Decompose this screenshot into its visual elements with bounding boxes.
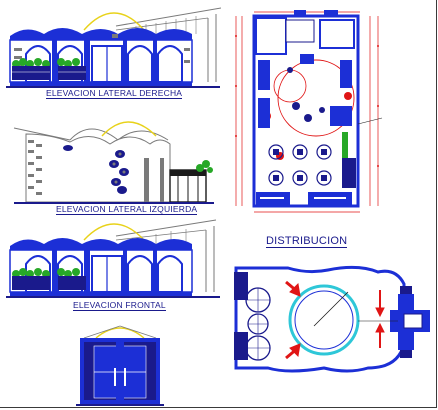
right-elevation-view: [6, 4, 221, 90]
roof-plan-view: [228, 264, 438, 376]
floor-plan-view: [230, 6, 390, 220]
left-elevation-title: ELEVACION LATERAL IZQUIERDA: [56, 204, 198, 215]
floor-plan-title: DISTRIBUCION: [266, 235, 348, 248]
right-elevation-title: ELEVACION LATERAL DERECHA: [46, 88, 183, 99]
front-elevation-view: [6, 214, 221, 300]
front-elevation-title: ELEVACION FRONTAL: [73, 300, 166, 311]
door-detail-view: [74, 320, 166, 406]
left-elevation-view: [10, 118, 215, 204]
